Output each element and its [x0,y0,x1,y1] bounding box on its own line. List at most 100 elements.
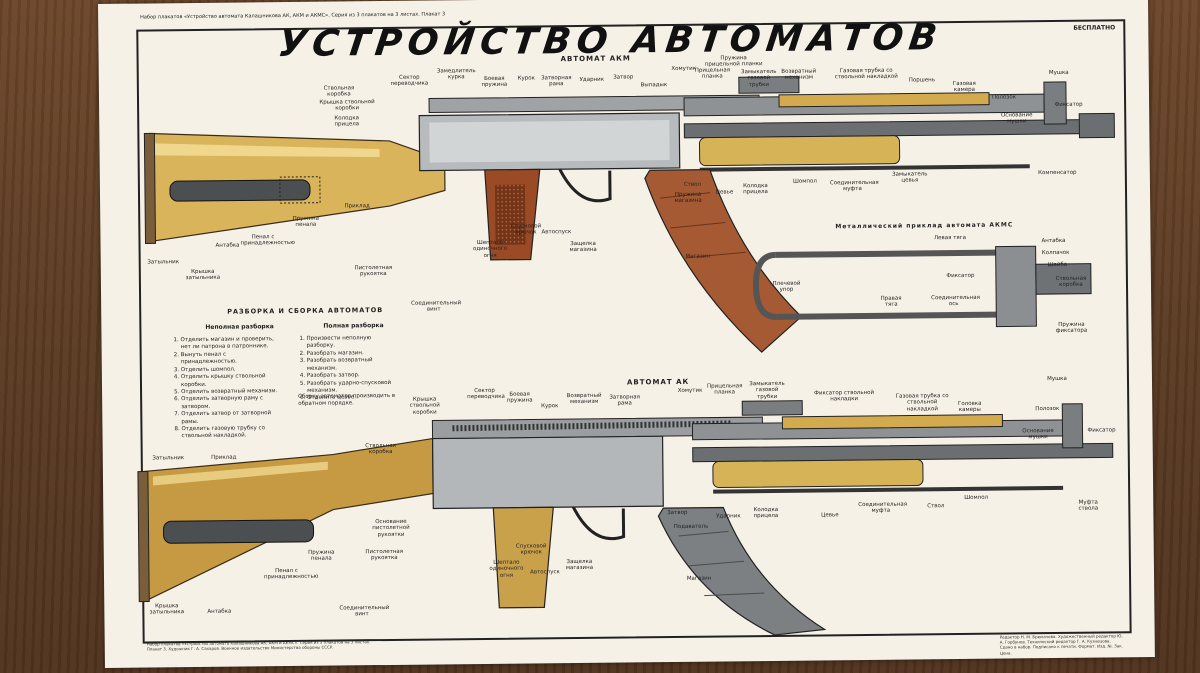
akm-label-magazin: Магазин [685,253,710,260]
ak-label-vozvratny: Возвратный механизм [566,392,602,406]
ak-label-tsevye: Цевье [821,512,839,519]
akms-label-fiksator: Фиксатор [946,272,975,280]
ak-label-kurok: Курок [541,403,559,410]
akm-label-zamykatel-tsevya: Замыкатель цевья [892,171,928,184]
ak-label-spuskovoy: Спусковой крючок [515,543,547,556]
akms-butt-plate [752,251,777,320]
akms-label-pruzhina: Пружина фиксатора [1055,321,1088,335]
ak-illustration [137,400,1114,636]
ak-label-penal: Пенал с принадлежностью [263,567,319,581]
ak-label-boevaya: Боевая пружина [506,391,533,405]
akms-label-shayba: Шайба [1047,261,1068,269]
akm-illustration [143,76,1115,353]
akm-label-udarnik: Ударник [579,76,605,83]
akm-label-kurok: Курок [517,75,536,82]
akms-illustration [752,245,1092,328]
akm-label-kompensator: Компенсатор [1038,169,1077,177]
akm-label-pritselnaya: Прицельная планка [694,67,731,80]
akm-label-zamedlitel: Замедлитель курка [436,68,476,81]
akm-label-pruzhina-magazina: Пружина магазина [674,191,702,205]
ak-label-vint: Соединительный винт [339,604,390,618]
akm-label-shepotalo: Шептало одиночного огня [472,239,508,259]
akm-magazine-ribs [660,192,746,259]
akm-label-kolodka2: Колодка прицела [743,182,768,196]
ak-rear-sight [741,400,803,416]
ak-label-mushka: Мушка [1047,375,1067,383]
akm-label-kryshka: Крышка ствольной коробки [319,99,375,112]
akm-label-zatvornaya: Затворная рама [541,75,572,88]
partial-step: Вынуть пенал с принадлежностью. [181,351,284,367]
akm-label-tsevye: Цевье [715,189,734,196]
akms-hinge-block [995,245,1037,328]
akm-receiver-inner [429,120,670,163]
ak-label-zatylnik: Затыльник [152,455,185,462]
akm-label-mufta: Соединительная муфта [829,179,879,193]
ak-label-pritselnaya: Прицельная планка [707,383,743,396]
ak-label-stvolnaya: Ствольная коробка [365,442,397,456]
akm-label-zashchelka: Защелка магазина [569,240,597,254]
akm-trigger-guard [558,168,612,203]
akm-label-avtospusk: Автоспуск [541,229,572,236]
ak-label-golovka: Головка камеры [957,400,982,414]
akm-front-sight [1043,81,1067,125]
akm-label-vypadyk: Выпадык [640,82,668,89]
ak-label-podavatel: Подаватель [673,523,709,531]
partial-step: Отделить крышку ствольной коробки. [181,373,284,389]
ak-label-pruzhina-penala: Пружина пенала [308,549,335,563]
akm-label-priklad: Приклад [344,203,370,210]
ak-label-sektor: Сектор переводчика [467,387,505,401]
akm-grip-texture [494,184,526,245]
ak-cleaning-kit [163,519,315,544]
full-step: Произвести неполную разборку. [306,335,397,351]
akm-compensator [1078,112,1115,139]
akm-label-vint: Соединительный винт [411,300,462,313]
akm-label-boevaya: Боевая пружина [481,75,508,89]
akm-label-mushka: Мушка [1048,69,1069,77]
akms-label-levaya: Левая тяга [933,234,967,242]
akms-label-antabka: Антабка [1041,237,1066,245]
akms-lower-strut [776,311,1007,320]
ak-butt-plate [137,470,150,603]
akm-lower-handguard [698,135,901,167]
akm-label-osnovanie: Основание мушки [1000,112,1033,125]
ak-stock-light [152,461,328,486]
ak-label-osnovnaya: Основание пистолетной рукоятки [372,518,410,538]
footer-right: Редактор Н. М. Брюхачева. Художественный… [999,633,1123,656]
akm-label-antabka: Антабка [215,242,240,249]
ak-label-stvol: Ствол [927,503,945,510]
akms-label-plechevoy: Плечевой упор [772,280,801,294]
akm-stock-highlight [154,143,380,158]
ak-front-sight [1061,403,1084,449]
akm-label-kolodka: Колодка прицела [334,115,360,128]
akm-label-vozvratny: Возвратный механизм [781,68,817,82]
akm-label-sektor: Сектор переводчика [390,74,429,88]
akm-label-shompol: Шомпол [792,178,817,185]
ak-label-antabka: Антабка [207,608,232,615]
ak-trigger-guard [571,506,626,541]
ak-label-zashchelka: Защелка магазина [565,558,594,572]
ak-cleaning-rod [713,485,1064,494]
akms-label-os: Соединительная ось [931,294,980,308]
ak-upper-handguard [781,414,1003,430]
ak-label-osnovanie: Основание мушки [1022,428,1054,441]
ak-label-shompol: Шомпол [964,494,989,501]
ak-label-khomutik: Хомутик [677,387,703,394]
ak-label-zatvornaya: Затворная рама [609,394,640,407]
ak-receiver [431,435,664,510]
akm-label-zatvor: Затвор [613,74,634,81]
akms-label-kolpachok: Колпачок [1041,249,1070,257]
akms-label-pravaya: Правая тяга [880,295,902,309]
akm-label-gazovaya: Газовая трубка со ствольной накладкой [834,67,898,81]
akm-label-pistoletnaya: Пистолетная рукоятка [354,264,393,278]
ak-label-magazin: Магазин [686,575,712,582]
full-title: Полная разборка [323,322,384,330]
poster: Набор плакатов «Устройство автомата Кала… [98,0,1155,668]
akm-label-fiksator: Фиксатор [1054,101,1083,108]
ak-label-mufta-stvola: Муфта ствола [1078,499,1099,513]
akm-rear-sight [738,76,800,94]
ak-label-udarnik: Ударник [716,513,741,520]
ak-label-gazovaya: Газовая трубка со ствольной накладкой [895,393,949,413]
poster-serial: Набор плакатов «Устройство автомата Кала… [140,11,446,21]
footer-left: Набор плакатов «Устройство автомата Кала… [146,639,371,652]
ak-label-mufta: Соединительная муфта [858,501,908,515]
